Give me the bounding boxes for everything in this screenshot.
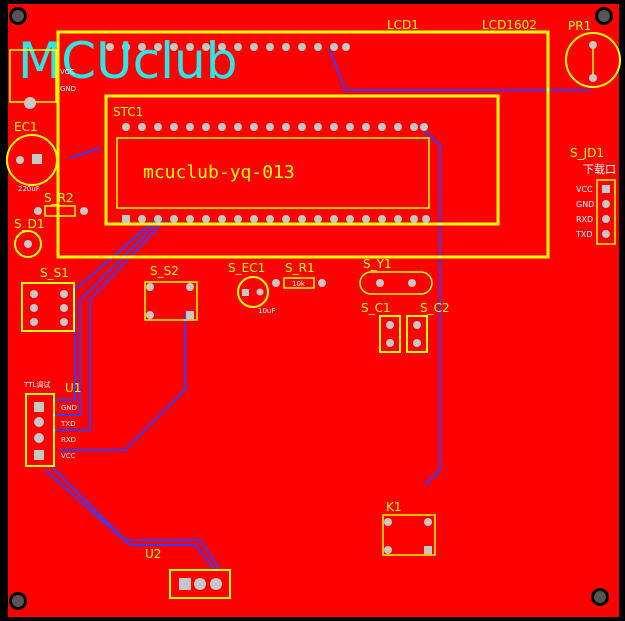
s-c1-pad-top (386, 321, 394, 329)
s-s2-outline (144, 281, 198, 321)
s-s2-pad-3 (146, 311, 154, 319)
ec1-label: EC1 (14, 120, 38, 134)
power-connector-pad (24, 97, 36, 109)
s-jd1-pad-1 (602, 185, 610, 193)
s-y1-outline (359, 271, 433, 295)
u2-pad-2 (194, 578, 206, 590)
u2-pad-1 (179, 578, 191, 590)
s-c1-pad-bottom (386, 339, 394, 347)
s-d1-pad (24, 240, 32, 248)
s-s2-label: S_S2 (150, 264, 179, 278)
s-jd1-pad-2 (602, 200, 610, 208)
s-ec1-pad-square (242, 289, 249, 296)
s-c1-outline (379, 315, 401, 353)
pr1-label: PR1 (568, 19, 591, 33)
u1-pin-gnd: GND (61, 404, 77, 412)
ec1-value: 220uF (18, 185, 40, 193)
board-copper (8, 4, 619, 617)
s-s1-outline (21, 282, 75, 332)
lcd1-outline (56, 30, 550, 259)
s-y1-label: S_Y1 (363, 257, 392, 271)
u1-pad-3 (34, 433, 44, 443)
u2-label: U2 (145, 547, 161, 561)
s-ec1-value: 10uF (258, 307, 275, 315)
s-c2-pad-bottom (413, 339, 421, 347)
s-jd1-sublabel: 下载口 (583, 163, 616, 176)
s-ec1-label: S_EC1 (228, 261, 265, 275)
u2-outline (169, 569, 231, 599)
k1-label: K1 (386, 500, 402, 514)
u1-pin-txd: TXD (60, 420, 75, 428)
s-r2-label: S_R2 (44, 191, 74, 205)
stc1-chip-marking: mcuclub-yq-013 (143, 162, 295, 183)
s-s2-pad-2 (186, 283, 194, 291)
power-pin-vcc: VCC (60, 68, 75, 76)
u1-pin-rxd: RXD (61, 436, 76, 444)
s-r2-pad-left (34, 207, 42, 215)
s-jd1-pin-rxd: RXD (576, 215, 593, 224)
k1-pad-4 (424, 546, 432, 554)
u1-pin-vcc: VCC (61, 452, 76, 460)
ec1-pad-round (16, 156, 24, 164)
pr1-outline (565, 32, 621, 88)
s-jd1-pad-3 (602, 215, 610, 223)
ec1-outline (6, 134, 58, 186)
s-c1-label: S_C1 (361, 301, 391, 315)
pr1-pad-bottom (589, 74, 597, 82)
k1-pad-3 (384, 546, 392, 554)
lcd1-label: LCD1 (387, 18, 419, 32)
s-jd1-pin-vcc: VCC (576, 185, 593, 194)
s-d1-label: S_D1 (14, 217, 45, 231)
s-jd1-label: S_JD1 (570, 146, 604, 160)
s-r1-body (283, 277, 315, 289)
s-r2-pad-right (80, 207, 88, 215)
s-s2-pad-1 (146, 283, 154, 291)
s-jd1-outline (596, 179, 616, 245)
s-jd1-pad-4 (602, 230, 610, 238)
s-r1-pad-right (318, 279, 326, 287)
u1-pad-2 (34, 417, 44, 427)
stc1-outline (104, 94, 500, 226)
s-c2-label: S_C2 (420, 301, 450, 315)
k1-pad-1 (384, 518, 392, 526)
mounting-holes (9, 7, 613, 610)
mcuclub-logo: MCUclub (18, 32, 237, 90)
u1-pad-1 (34, 402, 44, 412)
s-r1-label: S_R1 (285, 261, 315, 275)
s-c2-pad-top (413, 321, 421, 329)
u1-sublabel: TTL调试 (23, 380, 50, 389)
s-y1-pad-left (376, 279, 384, 287)
lcd1602-label: LCD1602 (482, 18, 537, 32)
k1-pad-2 (424, 518, 432, 526)
pr1-pad-top (589, 41, 597, 49)
s-ec1-outline (237, 276, 269, 308)
lcd1-header-pins (106, 43, 350, 51)
u1-pad-4 (34, 450, 44, 460)
u2-pad-3 (210, 578, 222, 590)
s-s2-pad-4 (186, 311, 194, 319)
stc1-body (116, 137, 430, 209)
k1-outline (382, 514, 436, 556)
s-d1-outline (14, 230, 42, 258)
u1-label: U1 (65, 381, 81, 395)
u1-outline (25, 393, 55, 467)
stc1-label: STC1 (113, 105, 143, 119)
s-r1-pad-left (272, 279, 280, 287)
s-r1-value: 10k (292, 280, 306, 288)
s-y1-pad-right (408, 279, 416, 287)
s-s1-pads (30, 290, 68, 326)
ec1-pad-square (32, 154, 42, 164)
s-ec1-pad-round (256, 288, 264, 296)
s-s1-label: S_S1 (40, 266, 69, 280)
power-pin-gnd: GND (60, 85, 76, 93)
stc1-pins (122, 123, 430, 223)
s-r2-body (44, 205, 76, 217)
s-jd1-pin-gnd: GND (576, 200, 594, 209)
s-jd1-pin-txd: TXD (575, 230, 593, 239)
traces (44, 49, 590, 571)
s-c2-outline (406, 315, 428, 353)
